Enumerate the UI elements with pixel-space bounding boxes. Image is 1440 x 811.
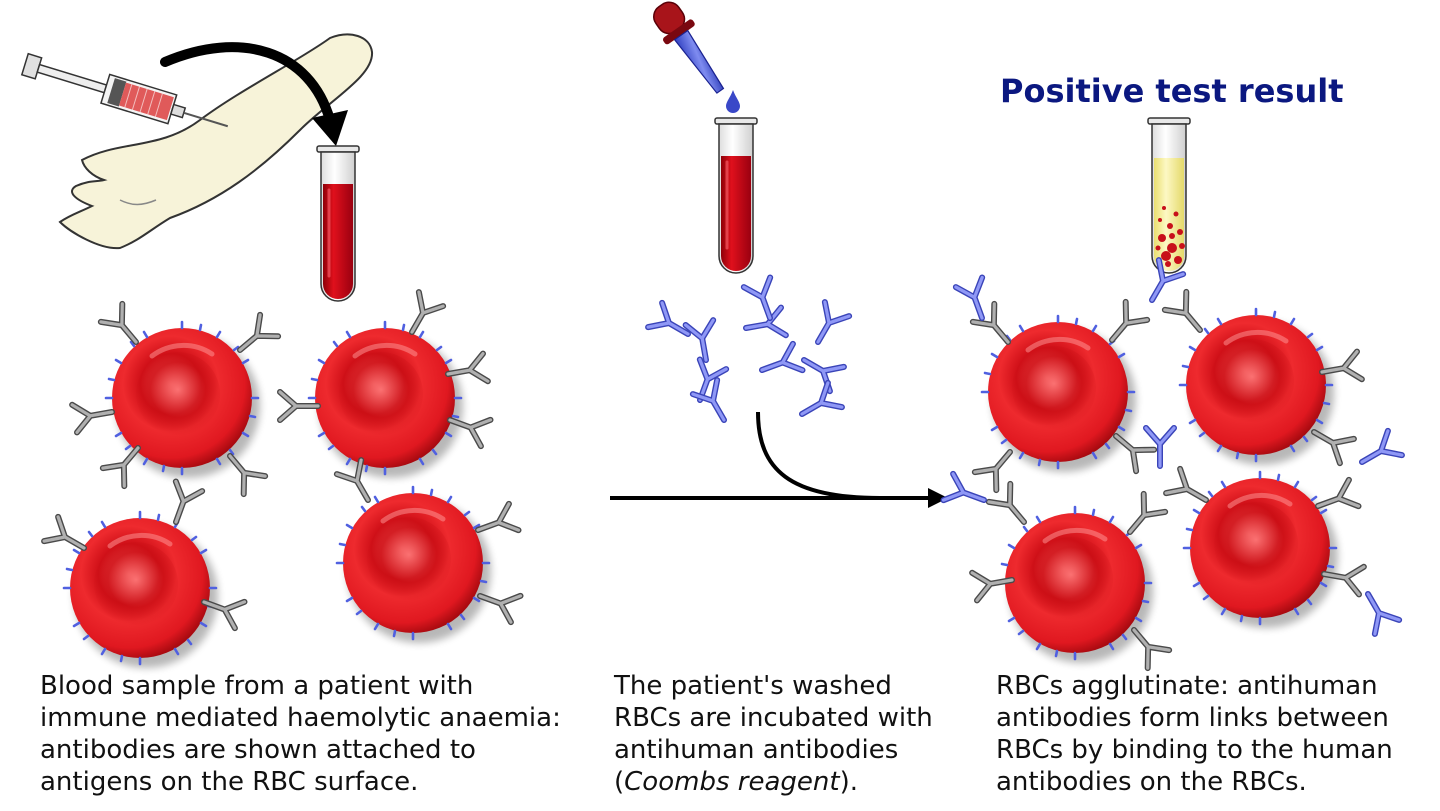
caption-line: RBCs agglutinate: antihuman <box>996 671 1378 701</box>
reagent-drop <box>726 90 740 113</box>
process-arrow <box>610 411 948 508</box>
caption-line: antigens on the RBC surface. <box>40 767 419 797</box>
blood-sample-tube <box>315 144 361 303</box>
caption-paren-open: ( <box>614 767 625 797</box>
caption-line: immune mediated haemolytic anaemia: <box>40 703 561 733</box>
syringe-icon <box>20 52 229 128</box>
caption-line: Blood sample from a patient with <box>40 671 474 701</box>
washed-rbc-tube <box>713 116 759 275</box>
red-blood-cell <box>337 460 521 643</box>
transfer-arrow-head <box>312 110 348 146</box>
rbc-group-left <box>44 292 520 668</box>
caption-line: antibodies form links between <box>996 703 1389 733</box>
red-blood-cell <box>1180 309 1334 465</box>
patient-arm <box>58 33 374 250</box>
caption-line: antihuman antibodies <box>614 735 899 765</box>
caption-line: RBCs are incubated with <box>614 703 933 733</box>
caption-agglutination: RBCs agglutinate: antihuman antibodies f… <box>996 670 1436 798</box>
dropper-icon <box>653 1 725 94</box>
red-blood-cell <box>1184 472 1338 628</box>
rbc-group-agglutinated <box>944 260 1402 668</box>
caption-line: (Coombs reagent). <box>614 766 974 798</box>
caption-line: antibodies on the RBCs. <box>996 767 1307 797</box>
coombs-reagent-term: Coombs reagent <box>624 767 840 797</box>
caption-line: antibodies are shown attached to <box>40 735 476 765</box>
red-blood-cell <box>44 482 244 668</box>
transfer-arrow <box>160 42 335 125</box>
antihuman-antibodies-free <box>648 278 849 427</box>
caption-paren-close: ). <box>839 767 858 797</box>
caption-incubation: The patient's washed RBCs are incubated … <box>614 670 974 798</box>
caption-line: The patient's washed <box>614 671 892 701</box>
caption-line: RBCs by binding to the human <box>996 735 1393 765</box>
red-blood-cell <box>72 304 278 494</box>
red-blood-cell <box>280 292 490 478</box>
result-title: Positive test result <box>1000 72 1343 110</box>
caption-blood-sample: Blood sample from a patient with immune … <box>40 670 600 798</box>
agglutinated-tube <box>1147 117 1191 274</box>
